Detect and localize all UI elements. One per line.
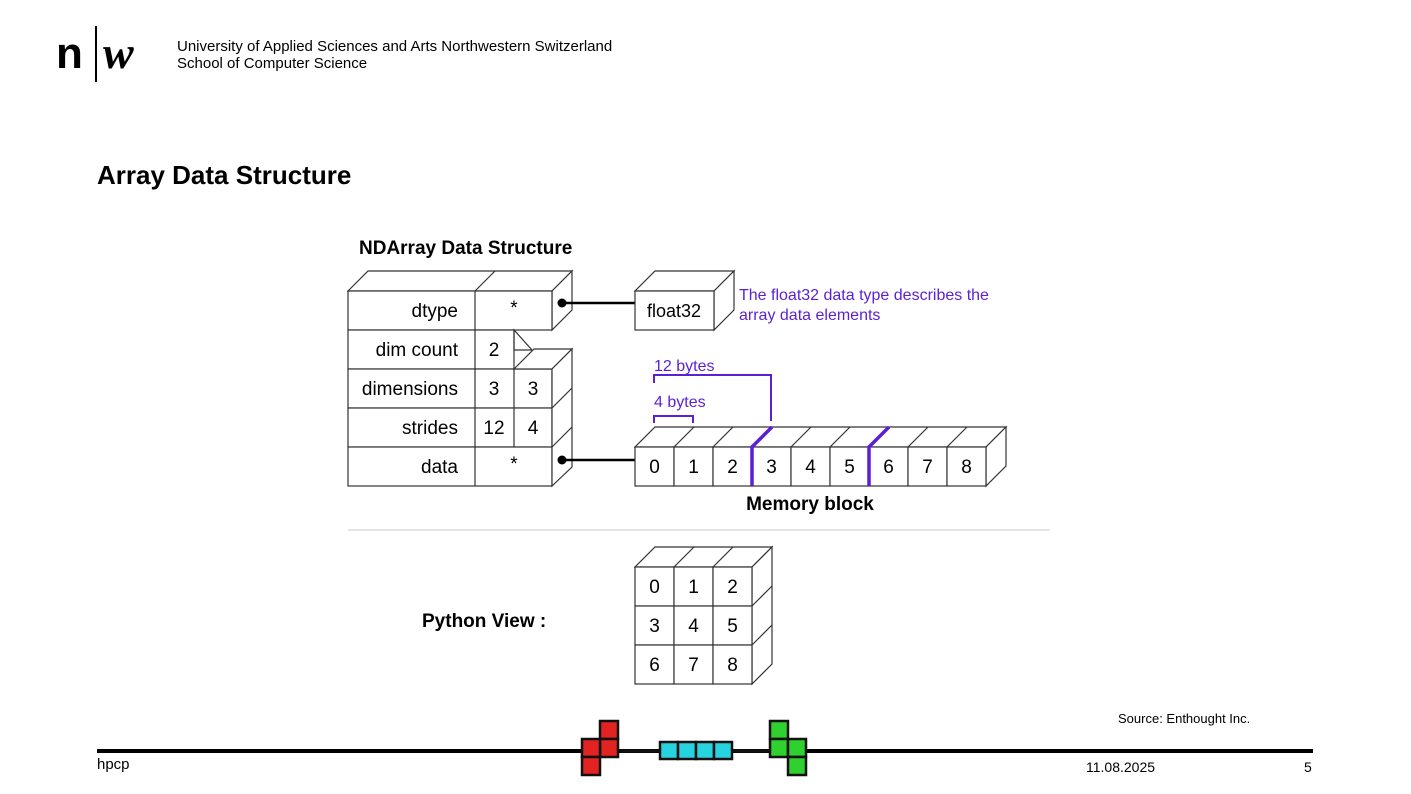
memory-cell bbox=[829, 446, 870, 487]
slide-title: Array Data Structure bbox=[97, 160, 352, 190]
svg-text:w: w bbox=[103, 27, 134, 78]
dtype-note-line-2: array data elements bbox=[739, 307, 880, 324]
bracket-4-bytes-label: 4 bytes bbox=[654, 394, 706, 411]
dtype-box-label: float32 bbox=[647, 301, 701, 321]
green-tetromino bbox=[768, 719, 808, 777]
memory-cell-value: 0 bbox=[649, 457, 660, 478]
svg-text:n: n bbox=[56, 29, 83, 78]
python-grid-cell bbox=[634, 644, 675, 685]
row-value-dimensions-0: 3 bbox=[489, 379, 500, 400]
institution-name: University of Applied Sciences and Arts … bbox=[177, 38, 612, 72]
python-grid-cell bbox=[673, 605, 714, 646]
row-value-dimensions-1: 3 bbox=[528, 379, 539, 400]
memory-cell bbox=[751, 446, 792, 487]
row-label-dtype: dtype bbox=[412, 301, 458, 322]
row-value-strides-0: 12 bbox=[483, 418, 504, 439]
memory-cell-value: 6 bbox=[883, 457, 894, 478]
memory-cell bbox=[712, 446, 753, 487]
memory-cell-value: 2 bbox=[727, 457, 738, 478]
fhnw-logo: n w bbox=[56, 26, 134, 82]
row-label-data: data bbox=[421, 457, 458, 478]
tetromino-decoration bbox=[580, 719, 808, 777]
python-grid-cell bbox=[634, 566, 675, 607]
ndarray-diagram: NDArray Data Structure dtype * dim count… bbox=[346, 238, 1050, 686]
struct-table bbox=[347, 290, 553, 487]
row-label-strides: strides bbox=[402, 418, 458, 439]
memory-cell-value: 8 bbox=[961, 457, 972, 478]
row-boundary-marker bbox=[867, 425, 891, 486]
memory-cell-value: 7 bbox=[922, 457, 933, 478]
memory-cell bbox=[868, 446, 909, 487]
memory-cell bbox=[946, 446, 987, 487]
institution-line-2: School of Computer Science bbox=[177, 55, 368, 72]
python-grid-value: 8 bbox=[727, 655, 738, 676]
python-grid-value: 7 bbox=[688, 655, 699, 676]
bracket-12-bytes-label: 12 bytes bbox=[654, 358, 714, 375]
dtype-note-line-1: The float32 data type describes the bbox=[739, 287, 989, 304]
institution-line-1: University of Applied Sciences and Arts … bbox=[177, 38, 613, 55]
footer-course: hpcp bbox=[97, 756, 130, 773]
row-value-strides-1: 4 bbox=[528, 418, 539, 439]
diagram-heading: NDArray Data Structure bbox=[359, 238, 572, 259]
python-grid-value: 3 bbox=[649, 616, 660, 637]
python-grid-cell bbox=[712, 644, 753, 685]
memory-cell-value: 4 bbox=[805, 457, 816, 478]
python-grid-value: 4 bbox=[688, 616, 699, 637]
python-grid-value: 0 bbox=[649, 577, 660, 598]
row-label-dimensions: dimensions bbox=[362, 379, 458, 400]
memory-block: 0 1 2 3 4 5 6 7 8 bbox=[633, 425, 1008, 488]
python-grid: 0 1 2 3 4 5 6 7 8 bbox=[633, 545, 774, 686]
memory-cell bbox=[790, 446, 831, 487]
python-grid-value: 6 bbox=[649, 655, 660, 676]
row-value-dim-count: 2 bbox=[489, 340, 500, 361]
python-grid-value: 1 bbox=[688, 577, 699, 598]
memory-cell bbox=[673, 446, 714, 487]
row-boundary-marker bbox=[750, 425, 774, 486]
python-grid-value: 2 bbox=[727, 577, 738, 598]
row-value-dtype: * bbox=[510, 298, 518, 319]
memory-block-label: Memory block bbox=[746, 494, 874, 515]
python-grid-value: 5 bbox=[727, 616, 738, 637]
footer-date: 11.08.2025 bbox=[1086, 759, 1156, 775]
memory-cell-value: 5 bbox=[844, 457, 855, 478]
red-tetromino bbox=[580, 719, 620, 777]
memory-cell bbox=[907, 446, 948, 487]
memory-cell-value: 1 bbox=[688, 457, 699, 478]
cyan-tetromino bbox=[658, 740, 734, 761]
row-label-dim-count: dim count bbox=[376, 340, 459, 361]
footer-page-number: 5 bbox=[1304, 759, 1312, 775]
python-view-label: Python View : bbox=[422, 611, 546, 632]
source-credit: Source: Enthought Inc. bbox=[1118, 711, 1251, 726]
memory-cell-value: 3 bbox=[766, 457, 777, 478]
row-value-data: * bbox=[510, 454, 518, 475]
